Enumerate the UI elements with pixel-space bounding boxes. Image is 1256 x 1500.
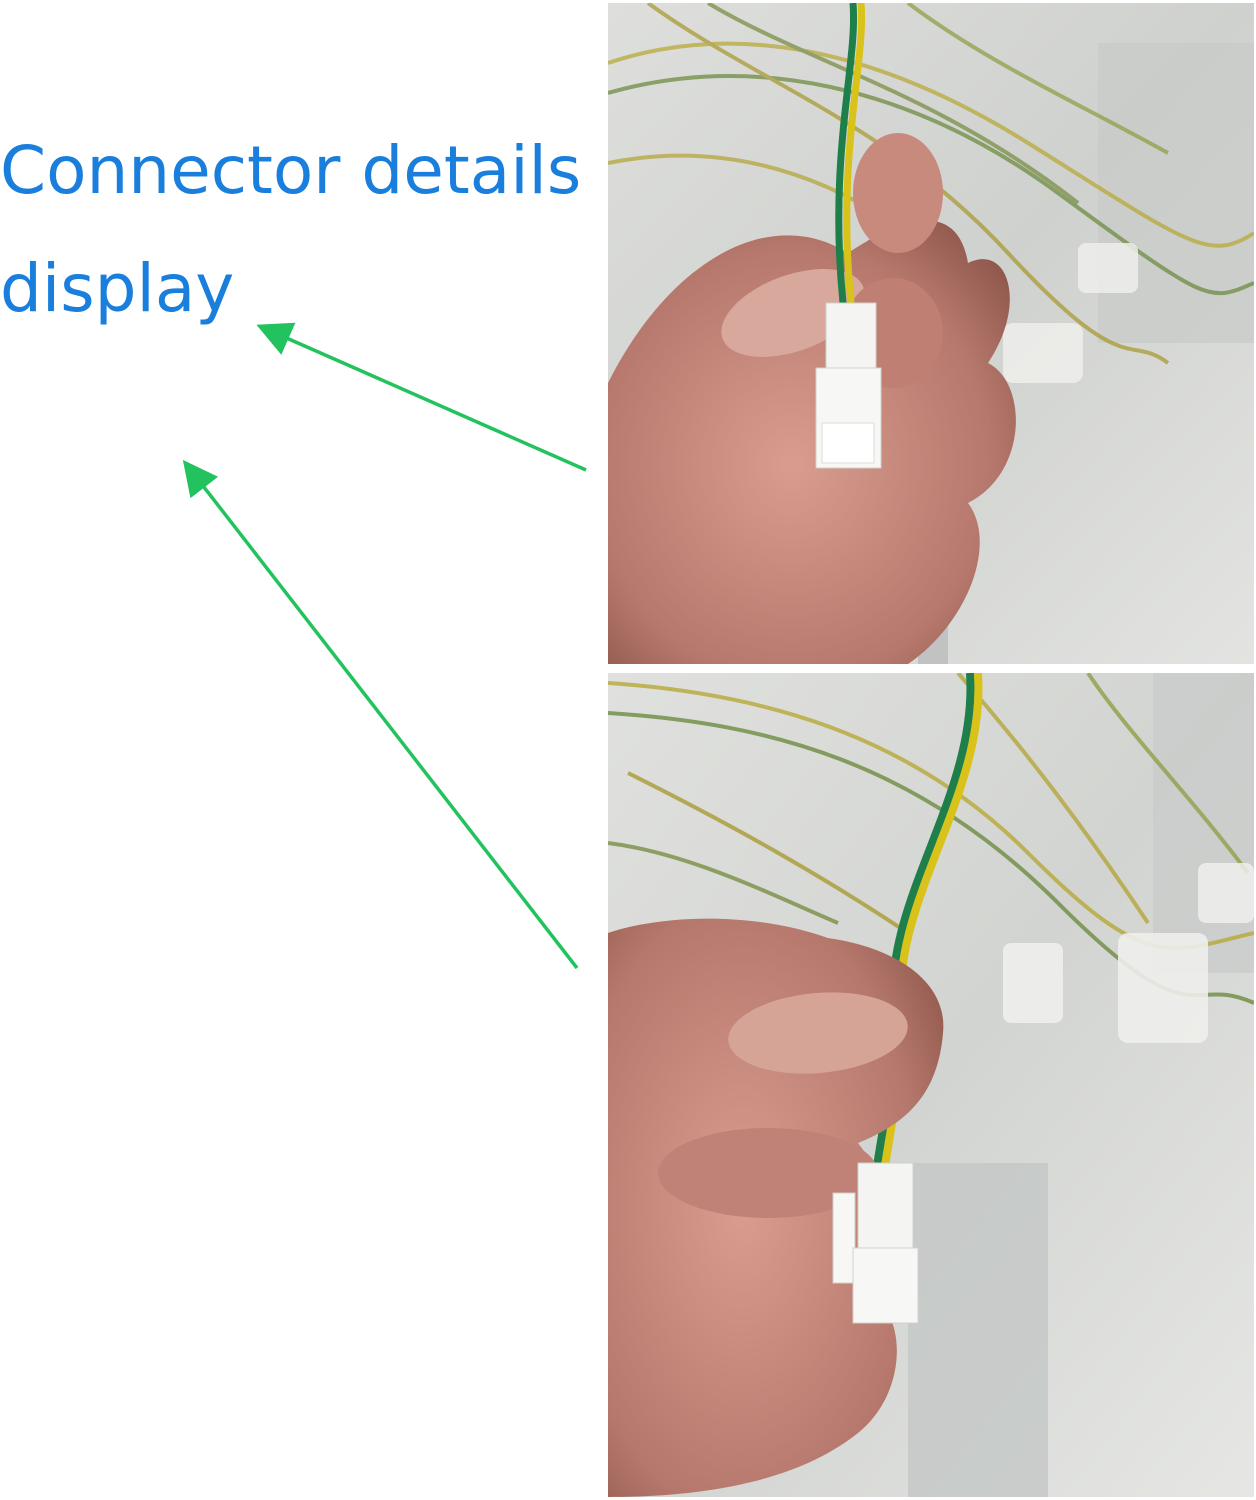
caption: Connector details display	[0, 112, 600, 348]
arrow-bottom	[182, 459, 579, 970]
connector-photo-bottom	[608, 673, 1254, 1497]
connector-photo-top	[608, 3, 1254, 664]
caption-line-1: Connector details	[0, 132, 582, 209]
arrow-top	[256, 322, 587, 472]
caption-line-2: display	[0, 250, 235, 327]
